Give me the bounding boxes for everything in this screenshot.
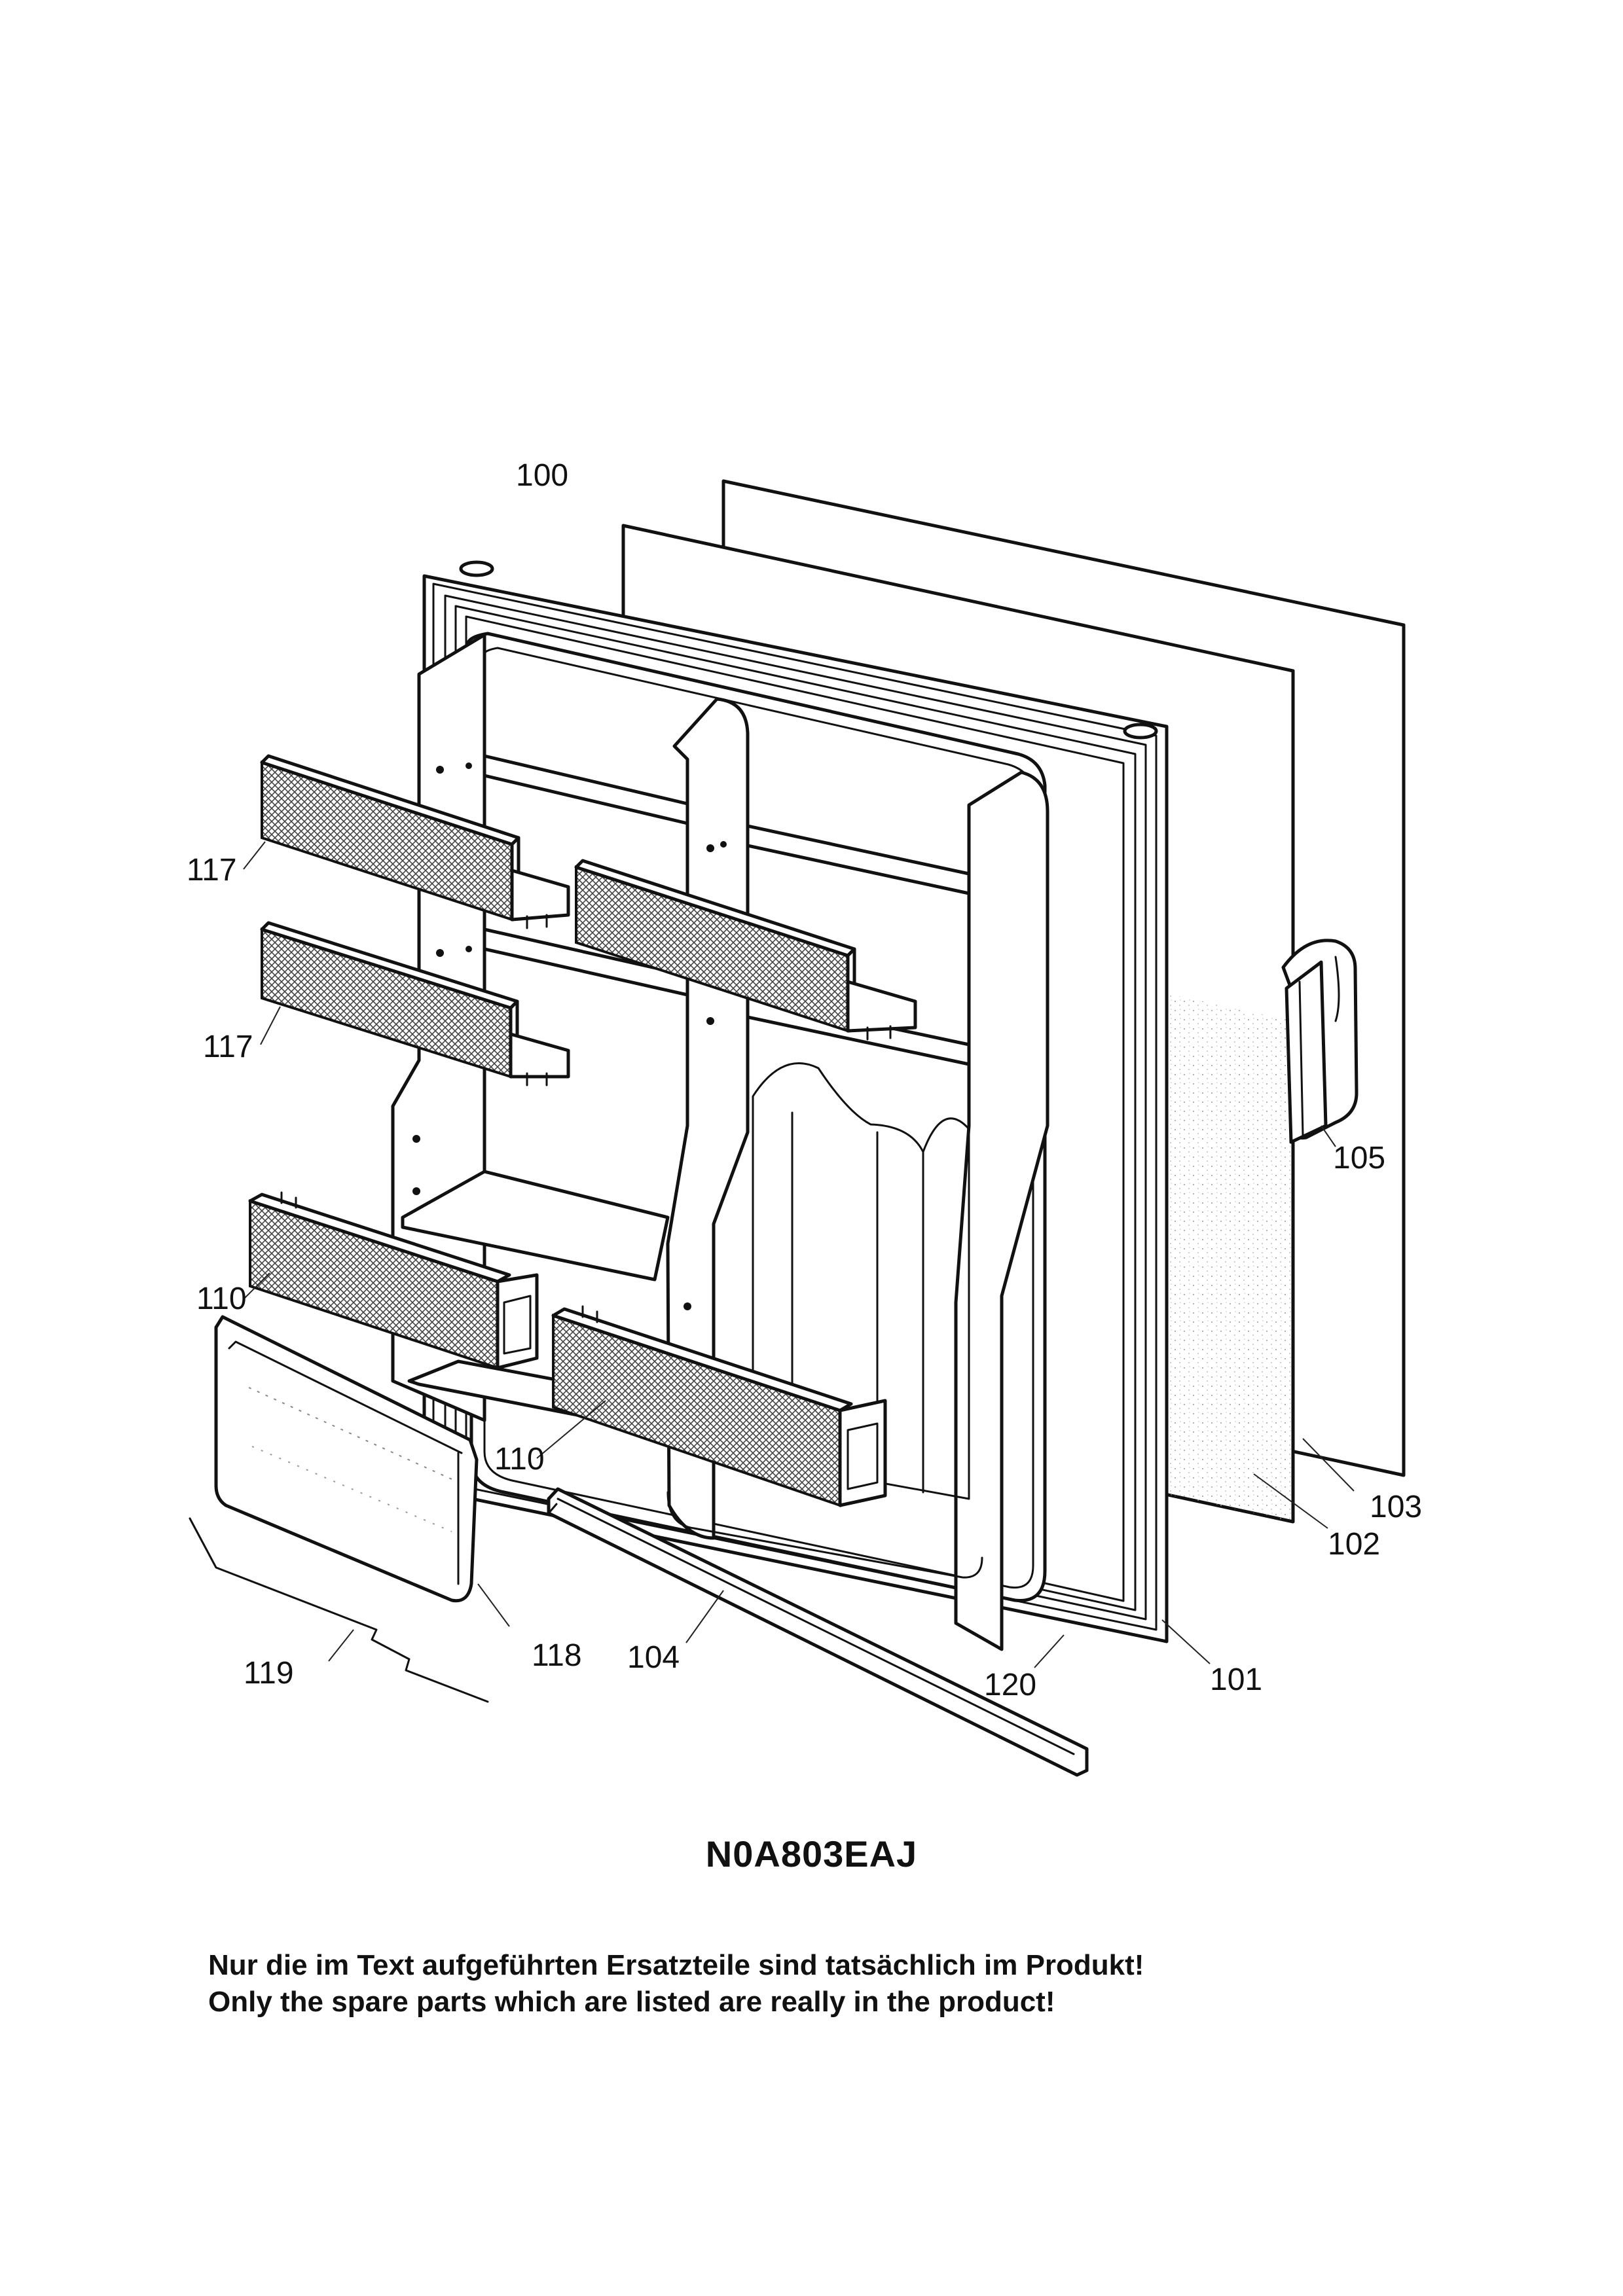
model-code: N0A803EAJ bbox=[705, 1833, 918, 1874]
part-104-door-bottom-strip bbox=[547, 1487, 1089, 1777]
callout-104: 104 bbox=[627, 1640, 680, 1675]
callout-110-left: 110 bbox=[196, 1282, 247, 1316]
callout-100: 100 bbox=[516, 458, 568, 493]
part-105-holder bbox=[1281, 939, 1359, 1144]
callout-101: 101 bbox=[1210, 1662, 1262, 1697]
callout-117-upper: 117 bbox=[187, 853, 237, 888]
part-117-door-shelf-upper-left bbox=[260, 754, 570, 929]
part-110-bottle-shelf-left bbox=[248, 1191, 539, 1370]
callout-120: 120 bbox=[984, 1668, 1036, 1702]
part-118-flap bbox=[214, 1315, 479, 1603]
part-110-bottle-shelf-right bbox=[551, 1305, 887, 1507]
callout-119: 119 bbox=[244, 1656, 294, 1691]
callout-110-right: 110 bbox=[494, 1442, 545, 1477]
callout-103: 103 bbox=[1370, 1490, 1422, 1524]
note-german: Nur die im Text aufgeführten Ersatzteile… bbox=[208, 1949, 1144, 1981]
callout-102: 102 bbox=[1328, 1527, 1380, 1562]
part-119-break-line bbox=[189, 1517, 489, 1703]
callout-105: 105 bbox=[1333, 1141, 1385, 1175]
callout-118: 118 bbox=[532, 1638, 582, 1673]
part-117-door-shelf-middle-left bbox=[260, 921, 570, 1086]
callout-117-lower: 117 bbox=[203, 1030, 253, 1064]
part-117-door-shelf-upper-right bbox=[574, 859, 917, 1041]
note-english: Only the spare parts which are listed ar… bbox=[208, 1986, 1055, 2018]
leader-lines bbox=[243, 841, 1355, 1668]
